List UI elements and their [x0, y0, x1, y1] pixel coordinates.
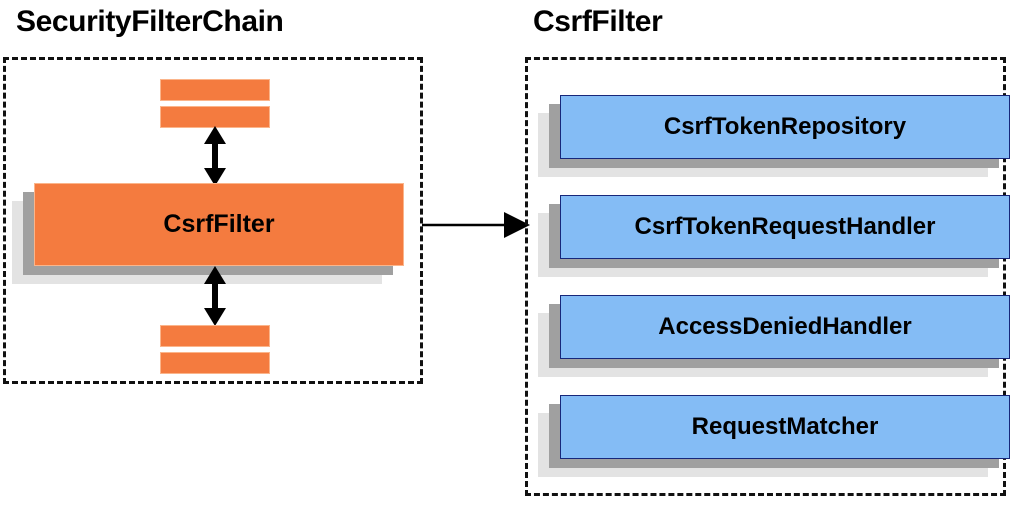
double-arrow-up-down-bottom-icon — [204, 266, 226, 326]
double-arrow-up-down-top-icon — [204, 126, 226, 186]
panel-csrf-filter-collaborators — [525, 57, 1006, 496]
collaborator-box-csrf-token-request-handler: CsrfTokenRequestHandler — [538, 195, 1010, 277]
page-title-csrf-filter: CsrfFilter — [533, 5, 663, 38]
collaborator-label: CsrfTokenRequestHandler — [634, 213, 936, 240]
collaborator-label: RequestMatcher — [691, 413, 879, 440]
csrf-filter-box-face: CsrfFilter — [34, 183, 404, 266]
collaborator-label: AccessDeniedHandler — [658, 313, 912, 340]
csrf-filter-box: CsrfFilter — [12, 183, 404, 284]
collaborator-label: CsrfTokenRepository — [663, 113, 907, 140]
collaborator-box-face: RequestMatcher — [560, 395, 1010, 459]
collaborator-box-request-matcher: RequestMatcher — [538, 395, 1010, 477]
expands-into-arrow-icon — [422, 212, 530, 238]
collaborator-box-csrf-token-repository: CsrfTokenRepository — [538, 95, 1010, 177]
filter-slot-2 — [160, 106, 270, 128]
filter-slot-1 — [160, 79, 270, 101]
filter-slot-3 — [160, 325, 270, 347]
filter-slot-4 — [160, 352, 270, 374]
collaborator-box-face: CsrfTokenRequestHandler — [560, 195, 1010, 259]
csrf-filter-box-label: CsrfFilter — [163, 210, 275, 238]
collaborator-box-face: AccessDeniedHandler — [560, 295, 1010, 359]
collaborator-box-face: CsrfTokenRepository — [560, 95, 1010, 159]
collaborator-box-access-denied-handler: AccessDeniedHandler — [538, 295, 1010, 377]
panel-security-filter-chain — [3, 57, 423, 384]
page-title-security-filter-chain: SecurityFilterChain — [16, 5, 284, 38]
